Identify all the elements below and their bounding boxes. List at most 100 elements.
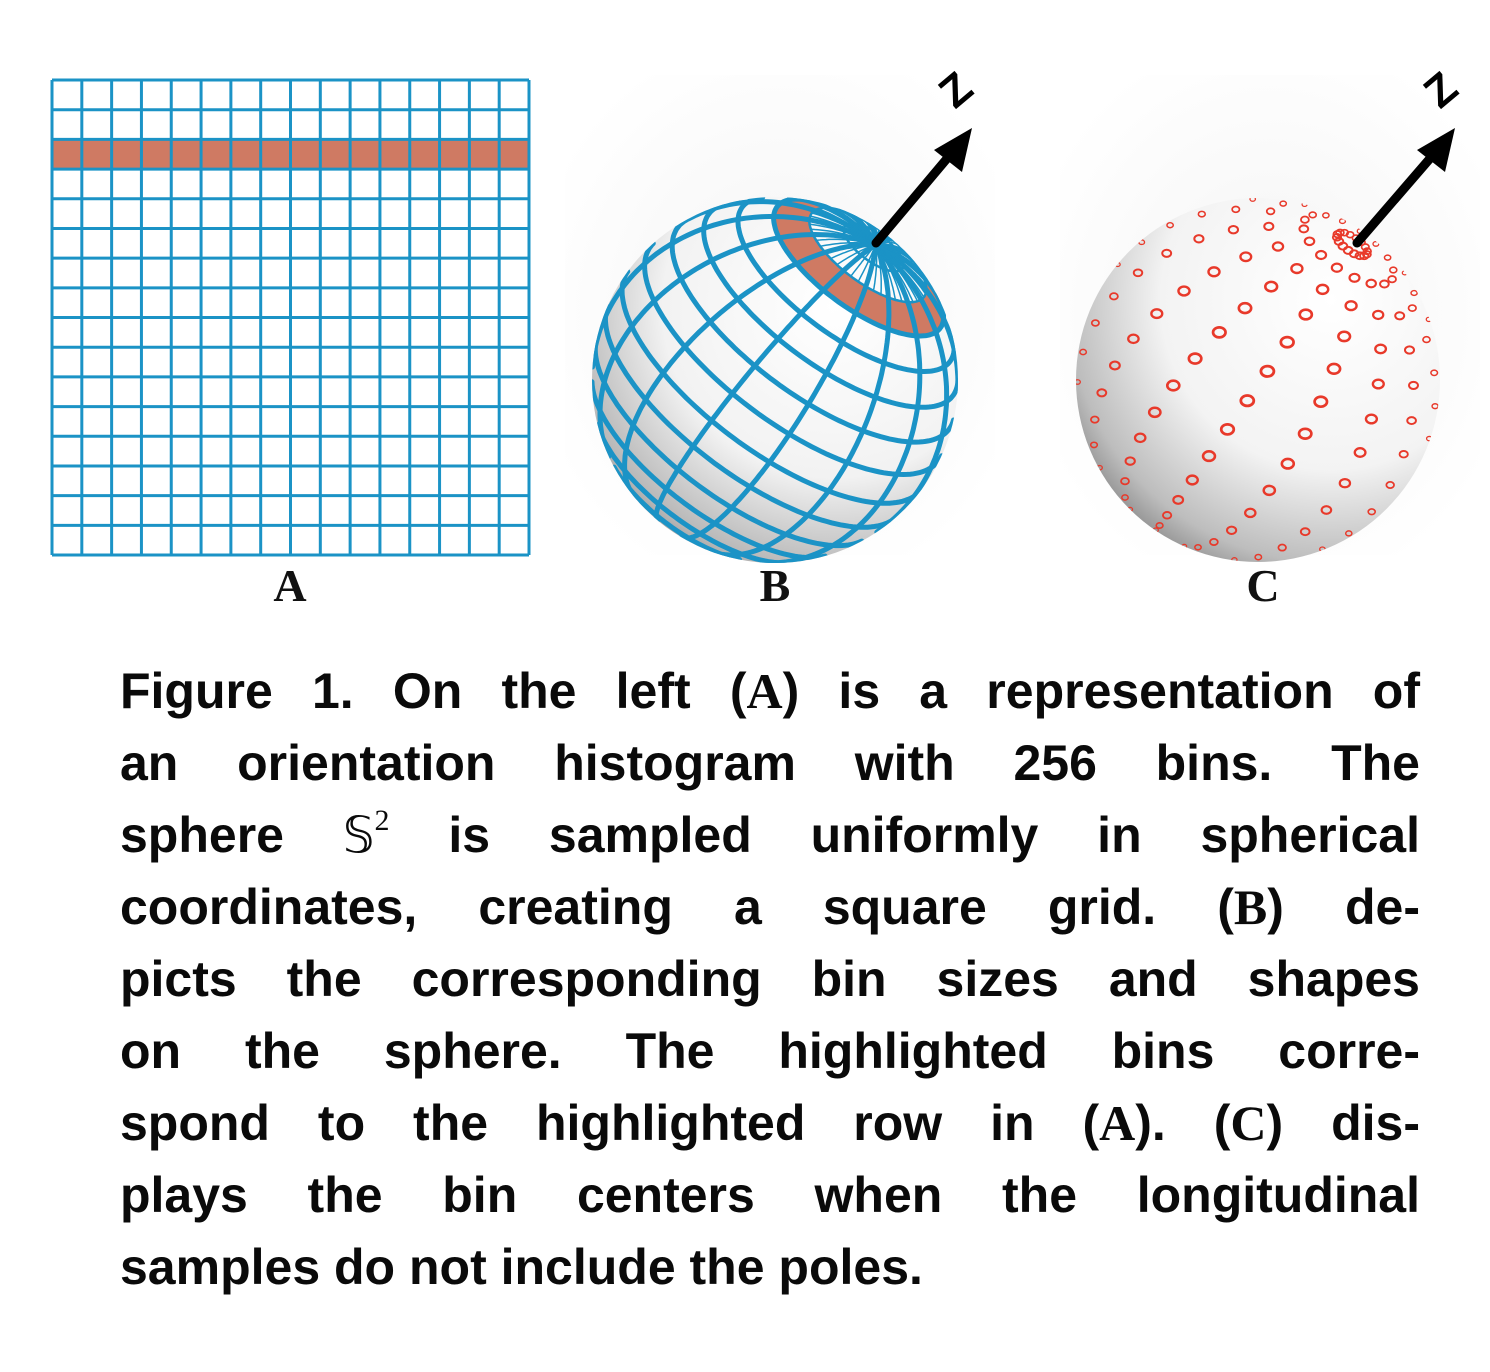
bin-center-dot xyxy=(1303,236,1316,247)
highlighted-bin xyxy=(230,139,261,170)
bin-center-dot xyxy=(1408,380,1419,390)
bin-center-dot xyxy=(1326,362,1342,375)
bin-center-dot xyxy=(1259,364,1276,378)
bin-center-dot xyxy=(1249,198,1257,202)
bin-center-dot xyxy=(1348,272,1361,283)
bin-center-dot xyxy=(1127,333,1140,345)
bin-center-dot xyxy=(1090,319,1100,327)
bin-center-dot xyxy=(1365,278,1377,289)
bin-center-dot xyxy=(1237,301,1253,315)
bin-center-dot xyxy=(1231,205,1241,214)
bin-center-dot xyxy=(1227,225,1240,235)
caption-line: plays the bin centers when the longitudi… xyxy=(120,1167,1420,1223)
bin-center-dot xyxy=(1147,406,1162,419)
bin-center-dot xyxy=(1177,285,1191,297)
bin-center-dot xyxy=(1244,507,1257,519)
bin-center-dot xyxy=(1338,477,1352,489)
bin-center-dot xyxy=(1187,352,1203,365)
bin-center-dot xyxy=(1265,207,1276,216)
highlighted-bin xyxy=(52,139,82,170)
caption-line: on the sphere. The highlighted bins corr… xyxy=(120,1023,1420,1079)
highlighted-bin xyxy=(409,139,440,170)
bin-center-dot xyxy=(1150,308,1164,320)
bin-center-dot xyxy=(1277,543,1287,552)
bin-center-dot xyxy=(1120,477,1130,486)
bin-center-dot xyxy=(1262,484,1277,497)
highlighted-bin xyxy=(921,290,944,333)
figure: Z Z A B C xyxy=(0,0,1490,640)
highlighted-bin xyxy=(781,199,828,211)
panel-label-b: B xyxy=(759,560,791,611)
bin-center-dot xyxy=(1226,525,1238,535)
bin-center-dot xyxy=(1132,268,1144,278)
bin-center-dot xyxy=(1297,427,1313,440)
bin-center-dot xyxy=(1315,249,1328,261)
bin-center-dot xyxy=(1207,266,1221,278)
bin-center-dot xyxy=(1197,210,1207,218)
bin-center-dot xyxy=(1194,544,1202,551)
bin-center-dot xyxy=(1385,481,1395,489)
bin-center-dot xyxy=(1383,254,1392,261)
bin-center-dot xyxy=(1076,379,1081,385)
bin-center-dot xyxy=(1371,378,1385,390)
bin-center-dot xyxy=(1364,413,1379,425)
bin-center-dot xyxy=(1394,311,1406,321)
caption-line: samples do not include the poles. xyxy=(120,1239,923,1295)
bin-center-dot xyxy=(1239,251,1253,263)
bin-center-dot xyxy=(1090,415,1100,424)
highlighted-bin xyxy=(290,139,321,170)
bin-center-dot xyxy=(1403,345,1416,355)
bin-center-dot xyxy=(1372,240,1380,247)
bin-center-dot xyxy=(1422,335,1431,344)
caption-line: an orientation histogram with 256 bins. … xyxy=(120,735,1420,791)
bin-center-dot xyxy=(1298,308,1314,321)
caption-line: spond to the highlighted row in (A). (C)… xyxy=(120,1095,1420,1151)
bin-center-dot xyxy=(1271,241,1285,252)
bin-center-dot xyxy=(1165,379,1181,392)
bin-center-dot xyxy=(1344,300,1358,312)
bin-center-dot xyxy=(1279,335,1295,349)
bin-center-dot xyxy=(1337,330,1352,343)
caption-line: sphere 𝕊2 is sampled uniformly in spheri… xyxy=(120,804,1420,865)
bin-center-dot xyxy=(1389,266,1398,274)
bin-center-dot xyxy=(1209,537,1219,547)
bin-center-dot xyxy=(1219,423,1236,436)
highlighted-bin xyxy=(439,139,470,170)
bin-center-dot xyxy=(1348,249,1360,259)
bin-center-dot xyxy=(1109,292,1119,301)
highlighted-bin xyxy=(379,139,410,170)
bin-center-dot xyxy=(1263,221,1275,232)
highlighted-bin xyxy=(469,139,500,170)
bin-center-dot xyxy=(1398,449,1409,459)
bin-center-dot xyxy=(1193,234,1205,244)
highlighted-bin xyxy=(260,139,291,170)
bin-center-dot xyxy=(1290,263,1304,275)
bin-center-dot xyxy=(1254,553,1263,561)
bin-center-dot xyxy=(1133,432,1147,444)
panel-label-a: A xyxy=(273,560,307,611)
caption-line: picts the corresponding bin sizes and sh… xyxy=(120,951,1420,1007)
bin-center-dot xyxy=(1239,394,1256,408)
bin-center-dot xyxy=(1320,505,1333,515)
bin-center-dot xyxy=(1300,215,1310,224)
bin-center-dot xyxy=(1379,279,1390,289)
highlighted-bin xyxy=(320,139,351,170)
sphere-bin-grid: Z xyxy=(565,63,995,563)
bin-center-dot xyxy=(1201,450,1217,463)
figure-caption: Figure 1. On the left (A) is a represent… xyxy=(120,655,1420,1303)
panel-label-c: C xyxy=(1246,560,1280,611)
highlighted-bin xyxy=(888,297,917,336)
bin-center-dot xyxy=(1410,289,1418,297)
bin-center-dot xyxy=(1298,224,1310,234)
bin-center-dot xyxy=(1362,250,1372,259)
bin-center-dot xyxy=(1108,360,1121,371)
bin-center-dot xyxy=(1374,343,1388,355)
bin-center-dot xyxy=(1166,221,1174,229)
bin-center-dot xyxy=(1407,304,1417,312)
bin-center-dot xyxy=(1331,233,1343,242)
bin-center-dot xyxy=(1079,348,1088,356)
highlighted-bin xyxy=(81,139,112,170)
bin-center-dot xyxy=(1155,522,1164,529)
highlighted-bin xyxy=(111,139,142,170)
bin-center-dot xyxy=(1367,508,1377,516)
